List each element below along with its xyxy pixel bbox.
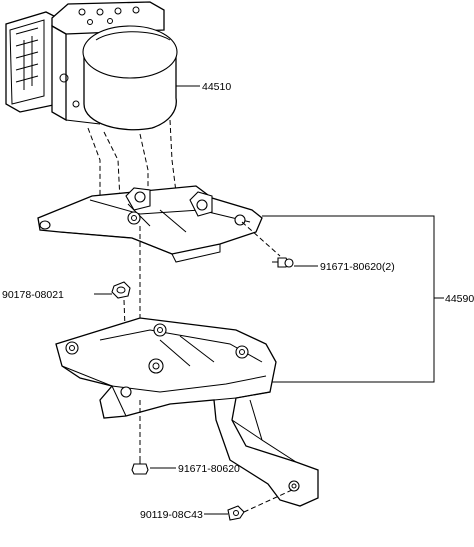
label-90119-08C43: 90119-08C43 bbox=[140, 509, 203, 521]
label-44590: 44590 bbox=[445, 293, 474, 305]
label-91671-80620-2: 91671-80620(2) bbox=[320, 261, 395, 273]
alignment-lines-lower bbox=[139, 400, 293, 513]
assy-bracket-line: 44590 bbox=[262, 215, 474, 383]
label-44510: 44510 bbox=[202, 81, 231, 93]
label-91671-80620: 91671-80620 bbox=[178, 463, 240, 475]
alignment-lines-upper bbox=[87, 119, 177, 201]
nut-part: 90178-08021 bbox=[2, 281, 131, 301]
upper-bracket-part bbox=[37, 185, 263, 263]
bolt-lower: 91671-80620 bbox=[131, 456, 240, 475]
bolt-upper: 91671-80620(2) bbox=[241, 221, 395, 273]
abs-actuator-part: 44510 bbox=[5, 1, 231, 131]
label-90178-08021: 90178-08021 bbox=[2, 289, 64, 301]
lower-bracket-part bbox=[55, 317, 319, 507]
bolt-small: 90119-08C43 bbox=[140, 505, 245, 521]
